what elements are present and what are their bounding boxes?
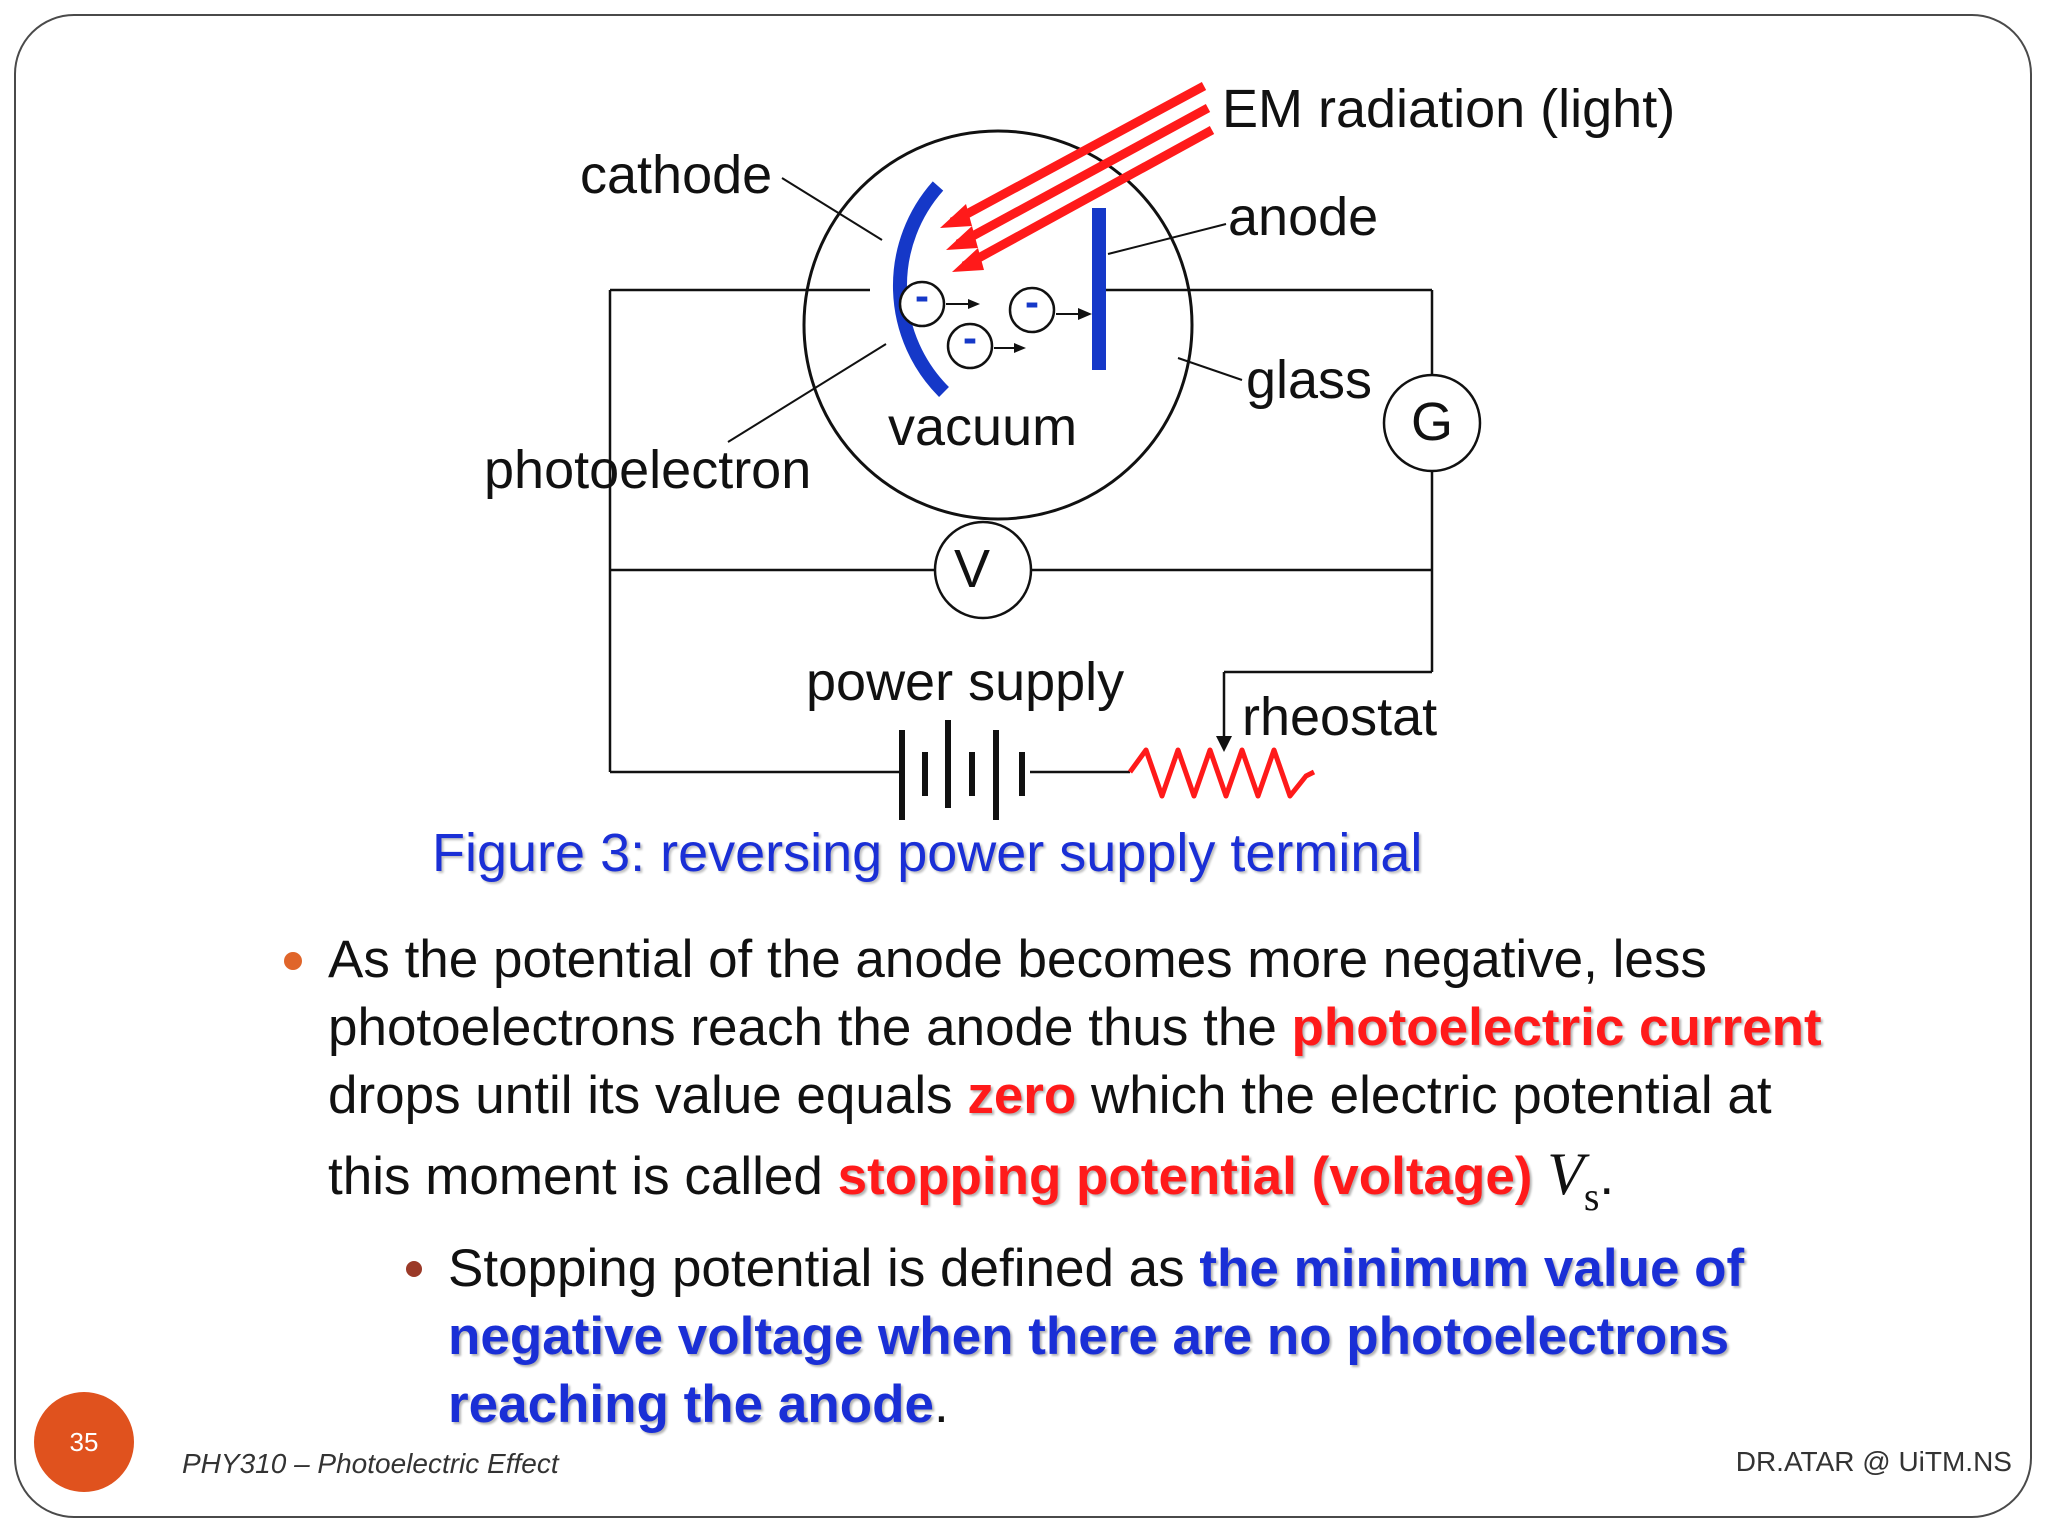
figure-caption: Figure 3: reversing power supply termina… [432,823,1423,883]
sub-bullet-dot-icon [406,1261,422,1277]
bullet1-line3: drops until its value equals zero which … [328,1066,1772,1125]
highlight-definition-3: reaching the anode [448,1375,934,1434]
photoelectron-1: - [898,272,980,328]
bullet2-line2: negative voltage when there are no photo… [448,1303,2008,1371]
power-supply-battery [899,720,1025,820]
bullet-list: As the potential of the anode becomes mo… [284,926,2008,1439]
em-radiation-label: EM radiation (light) [1222,79,1675,139]
svg-text:V: V [954,539,990,599]
highlight-definition-2: negative voltage when there are no photo… [448,1307,1730,1366]
bullet1-line4: this moment is called stopping potential… [328,1141,1615,1219]
photoelectron-2: - [1008,278,1092,334]
bullet2-line3: reaching the anode. [448,1375,949,1434]
circuit-wires [608,288,1434,774]
svg-text:-: - [915,272,929,319]
anode-plate [1092,208,1106,370]
svg-text:-: - [1025,278,1039,325]
bullet-stopping-potential-explanation: As the potential of the anode becomes mo… [284,926,2008,1225]
highlight-zero: zero [967,1066,1077,1125]
rheostat [1127,747,1316,799]
label-pointers [727,177,1243,443]
bullet2-line1: Stopping potential is defined as the min… [448,1239,1745,1298]
cathode-plate [892,181,949,397]
photoelectron-3: - [946,314,1026,370]
highlight-stopping-potential: stopping potential (voltage) [837,1147,1533,1206]
page-number-badge: 35 [34,1392,134,1492]
svg-text:G: G [1411,392,1453,452]
footer-course-title: PHY310 – Photoelectric Effect [182,1448,559,1479]
power-supply-label: power supply [806,652,1124,712]
voltmeter: V [933,520,1033,620]
rheostat-label: rheostat [1242,687,1437,747]
galvanometer: G [1382,373,1482,473]
slide-frame [14,14,2032,1518]
footer-author: DR.ATAR @ UiTM.NS [1735,1446,2012,1477]
bullet1-line1: As the potential of the anode becomes mo… [328,930,1707,989]
svg-text:-: - [963,314,977,361]
photoelectron-label: photoelectron [484,440,811,500]
rheostat-arrowhead [1216,736,1232,752]
sub-bullet-definition: Stopping potential is defined as the min… [406,1235,2008,1439]
bullet-dot-icon [284,952,302,970]
em-ray-arrowheads [940,204,984,272]
em-rays [949,82,1215,270]
glass-label: glass [1246,350,1372,410]
stopping-potential-symbol: V [1547,1141,1584,1207]
highlight-photoelectric-current: photoelectric current [1291,998,1822,1057]
cathode-label: cathode [580,145,772,205]
glass-tube [802,129,1194,521]
highlight-definition-1: the minimum value of [1199,1239,1745,1298]
vacuum-label: vacuum [888,397,1077,457]
anode-label: anode [1228,187,1378,247]
photoelectric-circuit-diagram: - - - G V EM radiation (light) cathode a… [484,79,1675,820]
bullet1-line2: photoelectrons reach the anode thus the … [328,998,1822,1057]
